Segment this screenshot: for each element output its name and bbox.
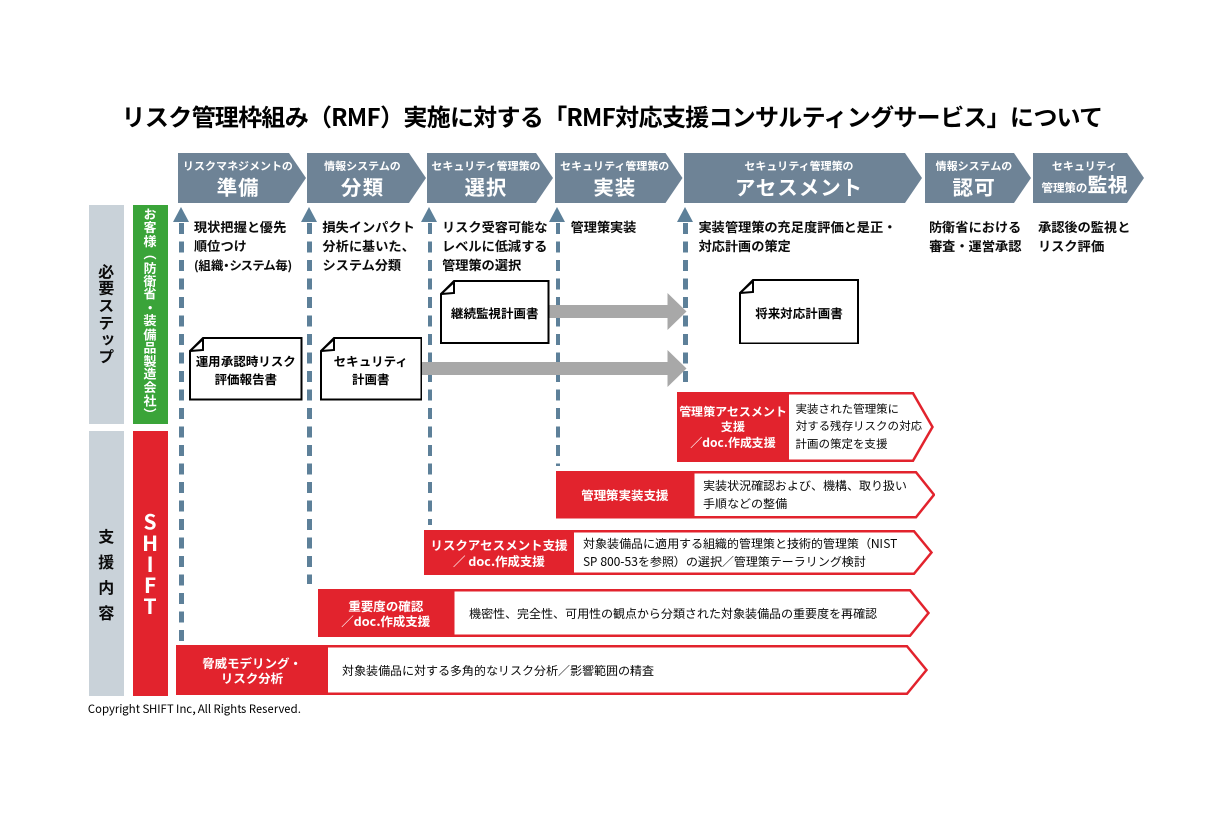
step-note-categorize: 損失インパクト 分析に基いた、 システム分類 — [322, 217, 415, 274]
row-label-required-steps: 必要ステップ — [88, 204, 124, 424]
document-security-plan: セキュリティ 計画書 — [319, 337, 422, 401]
up-arrow-icon — [549, 207, 565, 222]
support-band-text: 対象装備品に対する多角的なリスク分析／影響範囲の精査 — [342, 661, 655, 679]
process-step-name: 管理策の監視 — [1035, 173, 1134, 199]
support-band-label: 脅威モデリング・ リスク分析 — [201, 652, 302, 687]
process-step-name: アセスメント — [734, 170, 864, 201]
process-step-name: 準備 — [216, 170, 260, 201]
document-future-response-plan: 将来対応計画書 — [739, 278, 859, 344]
process-step-implement: セキュリティ管理策の 実装 — [555, 153, 683, 203]
process-step-prepare: リスクマネジメントの 準備 — [178, 153, 306, 203]
support-band-text: 機密性、完全性、可用性の観点から分類された対象装備品の重要度を再確認 — [469, 604, 878, 622]
step-note-sub: (組織・システム毎) — [194, 255, 293, 274]
step-note-authorize: 防衛省における 審査・運営承認 — [929, 217, 1022, 255]
step-note-implement: 管理策実装 — [570, 217, 637, 236]
dashed-drop-line — [676, 207, 693, 388]
step-note-prepare: 現状把握と優先 順位つけ (組織・システム毎) — [194, 217, 292, 274]
process-step-assess: セキュリティ管理策の アセスメント — [684, 153, 922, 203]
support-band-label: 管理策アセスメント 支援 ／doc.作成支援 — [679, 402, 787, 451]
step-note-select: リスク受容可能な レベルに低減する 管理策の選択 — [442, 217, 548, 274]
support-band-label: 重要度の確認 ／doc.作成支援 — [341, 595, 431, 630]
support-band-importance-confirmation: 重要度の確認 ／doc.作成支援 機密性、完全性、可用性の観点から分類された対象… — [317, 589, 930, 637]
process-step-monitor: セキュリティ 管理策の監視 — [1033, 153, 1144, 203]
dashed-drop-line — [549, 207, 565, 466]
document-label: 継続監視計画書 — [450, 303, 539, 323]
document-operation-approval-risk-report: 運用承認時リスク 評価報告書 — [189, 337, 303, 401]
step-note-main: 現状把握と優先 順位つけ — [194, 217, 287, 255]
support-band-label: 管理策実装支援 — [580, 485, 669, 505]
process-step-tag: セキュリティ管理策の — [560, 157, 670, 174]
process-step-tag: リスクマネジメントの — [183, 157, 293, 174]
copyright-text: Copyright SHIFT Inc, All Rights Reserved… — [88, 701, 301, 717]
up-arrow-icon — [421, 207, 437, 222]
process-step-tag: セキュリティ — [1051, 157, 1118, 174]
document-label: 将来対応計画書 — [755, 302, 843, 322]
up-arrow-icon — [172, 207, 189, 222]
support-band-label: リスクアセスメント支援 ／ doc.作成支援 — [430, 535, 568, 570]
process-step-categorize: 情報システムの 分類 — [307, 153, 426, 203]
process-step-name: 分類 — [341, 170, 384, 201]
process-step-name-main: 監視 — [1087, 168, 1128, 198]
process-step-select: セキュリティ管理策の 選択 — [427, 153, 553, 203]
support-band-assessment: 管理策アセスメント 支援 ／doc.作成支援 実装された管理策に 対する残存リス… — [677, 392, 934, 462]
step-note-assess: 実装管理策の充足度評価と是正・ 対応計画の策定 — [698, 217, 897, 255]
process-step-name: 実装 — [593, 170, 637, 201]
process-step-name: 選択 — [464, 170, 508, 201]
support-band-text: 対象装備品に適用する組織的管理策と技術的管理策（NIST SP 800-53を参… — [583, 534, 898, 570]
document-continuous-monitoring-plan: 継続監視計画書 — [440, 280, 550, 344]
support-band-text: 実装状況確認および、機構、取り扱い 手順などの整備 — [703, 476, 908, 512]
shift-actor-bar: SHIFT — [132, 431, 168, 696]
dashed-drop-line — [300, 207, 317, 584]
customer-actor-bar: お客様（防衛省・装備品製造会社） — [132, 204, 168, 424]
process-step-name-prefix: 管理策の — [1041, 179, 1088, 196]
flow-arrow-security-plan — [421, 349, 687, 392]
row-label-support-content: 支援内容 — [88, 431, 124, 696]
process-step-tag: セキュリティ管理策の — [744, 157, 854, 174]
page-title: リスク管理枠組み（RMF）実施に対する「RMF対応支援コンサルティングサービス」… — [121, 98, 1103, 133]
document-label: セキュリティ 計画書 — [333, 351, 408, 388]
document-label: 運用承認時リスク 評価報告書 — [195, 351, 296, 388]
process-step-tag: 情報システムの — [324, 157, 401, 174]
process-step-tag: 情報システムの — [935, 157, 1013, 174]
support-band-text: 実装された管理策に 対する残存リスクの対応 計画の策定を支援 — [795, 400, 923, 452]
support-band-implementation: 管理策実装支援 実装状況確認および、機構、取り扱い 手順などの整備 — [555, 471, 935, 519]
up-arrow-icon — [300, 207, 317, 222]
support-band-risk-assessment: リスクアセスメント支援 ／ doc.作成支援 対象装備品に適用する組織的管理策と… — [424, 530, 933, 575]
step-note-monitor: 承認後の監視と リスク評価 — [1038, 217, 1131, 255]
process-step-name: 認可 — [952, 170, 996, 201]
dashed-drop-line — [172, 207, 189, 641]
support-band-threat-modeling: 脅威モデリング・ リスク分析 対象装備品に対する多角的なリスク分析／影響範囲の精… — [176, 645, 928, 695]
process-step-authorize: 情報システムの 認可 — [925, 153, 1031, 203]
flow-arrow-monitoring-plan — [548, 292, 687, 335]
up-arrow-icon — [676, 207, 693, 222]
process-step-tag: セキュリティ管理策の — [431, 157, 541, 174]
